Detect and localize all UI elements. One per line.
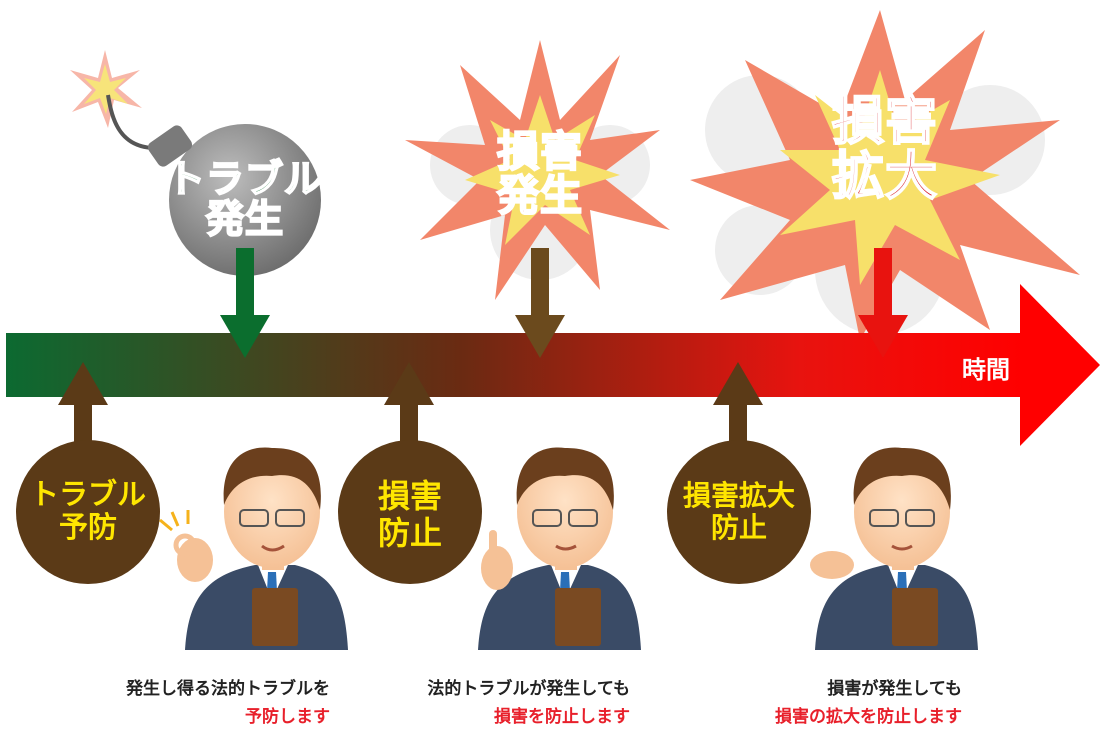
caption-damage-prevention: 法的トラブルが発生しても 損害を防止します xyxy=(370,675,630,731)
measure-damage-prevention-label: 損害 防止 xyxy=(338,478,482,552)
event-label-line: 損害 xyxy=(831,92,938,152)
caption-highlight: 損害の拡大を防止します xyxy=(775,707,962,727)
time-axis-label: 時間 xyxy=(962,356,1010,384)
businessman-icon xyxy=(159,447,348,650)
measure-expansion-prevention-label: 損害拡大 防止 xyxy=(667,479,811,545)
event-trouble-label: トラブル 発生 xyxy=(160,157,330,241)
measure-label-line: 予防 xyxy=(58,510,117,545)
spark-icon xyxy=(70,50,142,128)
caption-line: 法的トラブルが発生しても xyxy=(427,679,630,699)
measure-circle xyxy=(16,440,160,584)
arrow-down-icon xyxy=(515,248,565,358)
big-explosion-icon xyxy=(690,10,1080,340)
measure-label-line: 防止 xyxy=(377,513,442,552)
caption-line: 損害が発生しても xyxy=(827,679,962,699)
explosion-icon xyxy=(405,40,670,300)
event-damage-label: 損害 発生 xyxy=(470,127,610,221)
arrow-down-icon xyxy=(858,248,908,358)
caption-highlight: 損害を防止します xyxy=(494,707,630,727)
event-label-line: 発生 xyxy=(496,171,583,221)
measure-label-line: 損害拡大 xyxy=(682,479,795,512)
businessman-icon xyxy=(810,447,978,650)
measure-label-line: 損害 xyxy=(377,477,442,515)
bomb-icon xyxy=(147,124,321,276)
measure-circle xyxy=(667,440,811,584)
event-label-line: 拡大 xyxy=(831,146,938,207)
event-damage-expand-label: 損害 拡大 xyxy=(810,92,960,207)
event-label-line: 損害 xyxy=(496,127,583,176)
caption-line: 発生し得る法的トラブルを xyxy=(126,679,330,699)
measure-label-line: トラブル xyxy=(29,477,146,511)
caption-highlight: 予防します xyxy=(245,707,330,727)
event-label-line: 発生 xyxy=(205,196,284,241)
businessman-icon xyxy=(478,447,641,650)
event-label-line: トラブル xyxy=(166,157,323,201)
measure-circle xyxy=(338,440,482,584)
caption-expansion-prevention: 損害が発生しても 損害の拡大を防止します xyxy=(700,675,962,731)
measure-label-line: 防止 xyxy=(710,511,767,545)
timeline-arrow xyxy=(6,284,1100,446)
caption-prevention: 発生し得る法的トラブルを 予防します xyxy=(70,675,330,731)
arrow-down-icon xyxy=(220,248,270,358)
measure-prevention-label: トラブル 予防 xyxy=(16,477,160,545)
